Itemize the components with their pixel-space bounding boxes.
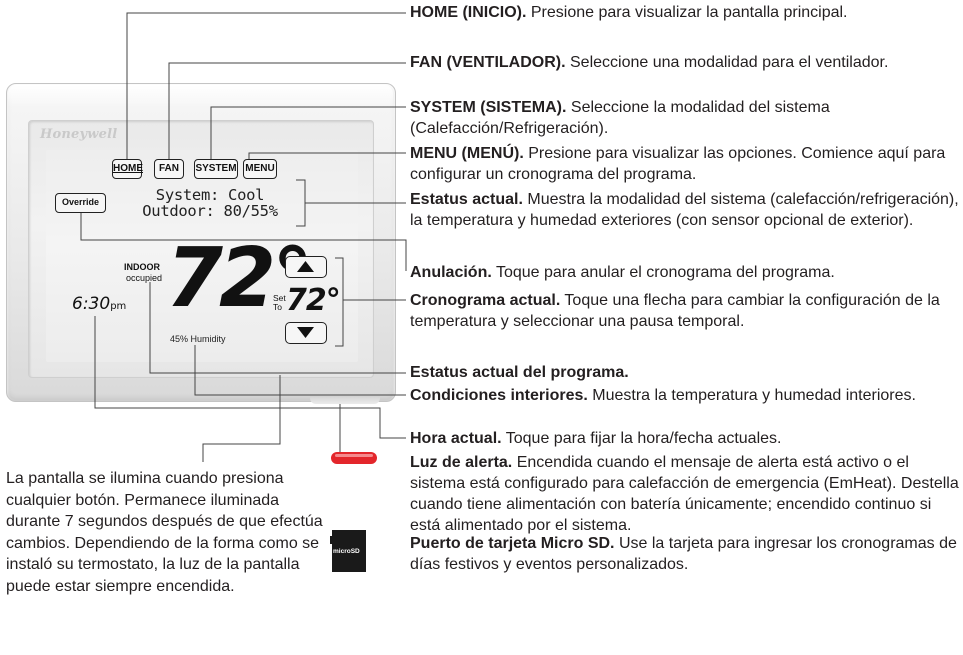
- leader-system: [210, 106, 406, 159]
- callout-home: HOME (INICIO). Presione para visualizar …: [410, 4, 848, 21]
- temperature-down-button[interactable]: [285, 322, 327, 344]
- system-mode-text: System: Cool: [155, 186, 265, 204]
- outdoor-conditions-text: Outdoor: 80/55%: [142, 202, 278, 220]
- callout-current-schedule: Cronograma actual. Toque una flecha para…: [410, 292, 940, 330]
- home-button[interactable]: HOME: [112, 159, 143, 179]
- indoor-label: INDOOR: [124, 262, 160, 272]
- leader-schedule: [335, 257, 344, 347]
- leader-indoor: [194, 345, 406, 396]
- leader-note: [202, 375, 281, 462]
- thermostat-highlight: [8, 85, 393, 107]
- leader-program-status: [149, 282, 406, 374]
- override-button[interactable]: Override: [55, 193, 106, 213]
- sd-card-label: microSD: [333, 548, 360, 555]
- callout-current-time: Hora actual. Toque para fijar la hora/fe…: [410, 430, 782, 447]
- backlight-note: La pantalla se ilumina cuando presiona c…: [6, 470, 323, 595]
- leader-status: [296, 179, 306, 227]
- callout-system: SYSTEM (SISTEMA). Seleccione la modalida…: [410, 99, 830, 137]
- current-status: System: Cool Outdoor: 80/55%: [110, 187, 310, 219]
- callout-program-status: Estatus actual del programa.: [410, 364, 629, 381]
- callout-fan: FAN (VENTILADOR). Seleccione una modalid…: [410, 54, 889, 71]
- micro-sd-slot: [310, 396, 380, 404]
- alert-light-icon: [331, 452, 377, 464]
- indoor-temperature: 72°: [166, 231, 313, 326]
- to-label: To: [273, 302, 282, 312]
- leader-home: [126, 12, 406, 159]
- callout-menu: MENU (MENÚ). Presione para visualizar la…: [410, 145, 946, 183]
- current-time[interactable]: 6:30pm: [72, 294, 126, 314]
- fan-button[interactable]: FAN: [154, 159, 184, 179]
- set-label: Set: [273, 293, 286, 303]
- leader-time: [94, 316, 406, 439]
- menu-button[interactable]: MENU: [243, 159, 277, 179]
- callout-current-status: Estatus actual. Muestra la modalidad del…: [410, 191, 959, 229]
- time-value: 6:30: [72, 294, 111, 314]
- sd-card-icon: [330, 530, 366, 572]
- callout-micro-sd: Puerto de tarjeta Micro SD. Use la tarje…: [410, 535, 957, 573]
- leader-override: [80, 213, 407, 271]
- leader-fan: [168, 62, 406, 159]
- brand-logo: Honeywell: [40, 127, 118, 142]
- arrow-down-icon: [297, 327, 314, 338]
- callout-alert-light: Luz de alerta. Encendida cuando el mensa…: [410, 454, 959, 534]
- callout-override: Anulación. Toque para anular el cronogra…: [410, 264, 835, 281]
- time-suffix: pm: [110, 301, 127, 312]
- system-button[interactable]: SYSTEM: [194, 159, 238, 179]
- arrow-up-icon: [297, 261, 314, 272]
- setpoint-temperature: 72°: [286, 283, 341, 318]
- indoor-humidity: 45% Humidity: [170, 334, 226, 344]
- callout-indoor-conditions: Condiciones interiores. Muestra la tempe…: [410, 387, 916, 404]
- occupied-label: occupied: [126, 273, 163, 283]
- leader-menu: [248, 152, 406, 159]
- temperature-up-button[interactable]: [285, 256, 327, 278]
